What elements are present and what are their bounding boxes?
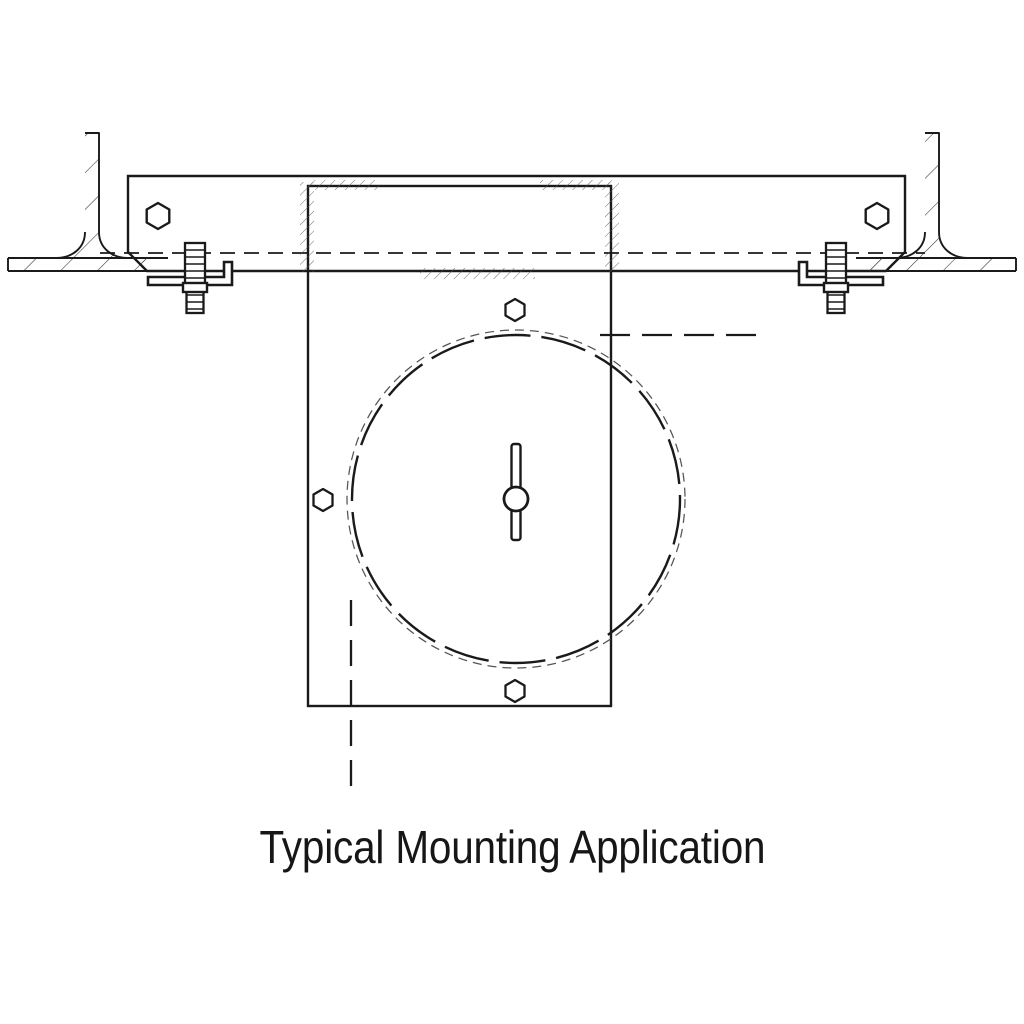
bolt-assembly-right <box>797 241 885 315</box>
hex-nut-plate-top <box>504 297 526 323</box>
break-hatch-left-edge <box>300 182 314 272</box>
bolt-stud-left-nut-band <box>181 281 209 294</box>
mounting-channel-bevel-hatch-right <box>865 252 905 271</box>
break-hatch-top-right <box>540 180 612 190</box>
mounting-channel-outline <box>126 174 907 273</box>
bolt-assembly-left <box>146 241 234 315</box>
shaft-hub-circle-top <box>502 485 530 513</box>
vertical-mounting-plate <box>306 184 613 708</box>
hex-nut-left-channel <box>145 201 171 231</box>
break-hatch-top-left <box>308 180 380 190</box>
opening-cutout-break-hatch <box>300 180 619 279</box>
hex-nut-plate-bottom <box>504 678 526 704</box>
clamp-bracket-left <box>146 260 234 287</box>
hex-nut-left-channel-shape <box>145 201 171 231</box>
break-hatch-right-edge <box>605 182 619 272</box>
construction-lines <box>349 333 766 800</box>
right-beam-hatch-fill <box>856 133 1016 271</box>
hex-nut-plate-left <box>312 487 334 513</box>
bolt-stud-left-threads-lower <box>186 294 204 310</box>
bolt-stud-left-threads-upper <box>185 249 205 279</box>
hex-nut-plate-left-shape <box>312 487 334 513</box>
left-beam-hatch-fill <box>8 133 168 271</box>
rotary-unit-outer-circle <box>346 329 686 669</box>
shaft-hub <box>502 442 530 542</box>
vertical-mounting-plate-outline <box>306 184 613 708</box>
hex-nut-plate-bottom-shape <box>504 678 526 704</box>
mounting-channel <box>126 174 907 273</box>
hex-nut-plate-top-shape <box>504 297 526 323</box>
hex-nut-right-channel-shape <box>864 201 890 231</box>
bolt-stud-right-threads-lower <box>827 294 845 310</box>
bolt-stud-right-threads-upper <box>826 249 846 279</box>
rotary-unit-inner-circle <box>350 333 682 665</box>
rotary-unit <box>346 329 686 669</box>
clamp-bracket-right <box>797 260 885 287</box>
mounting-channel-bevel-hatch-left <box>128 252 168 271</box>
hex-nut-right-channel <box>864 201 890 231</box>
bolt-stud-right-nut-band <box>822 281 850 294</box>
break-hatch-bottom <box>420 268 535 279</box>
